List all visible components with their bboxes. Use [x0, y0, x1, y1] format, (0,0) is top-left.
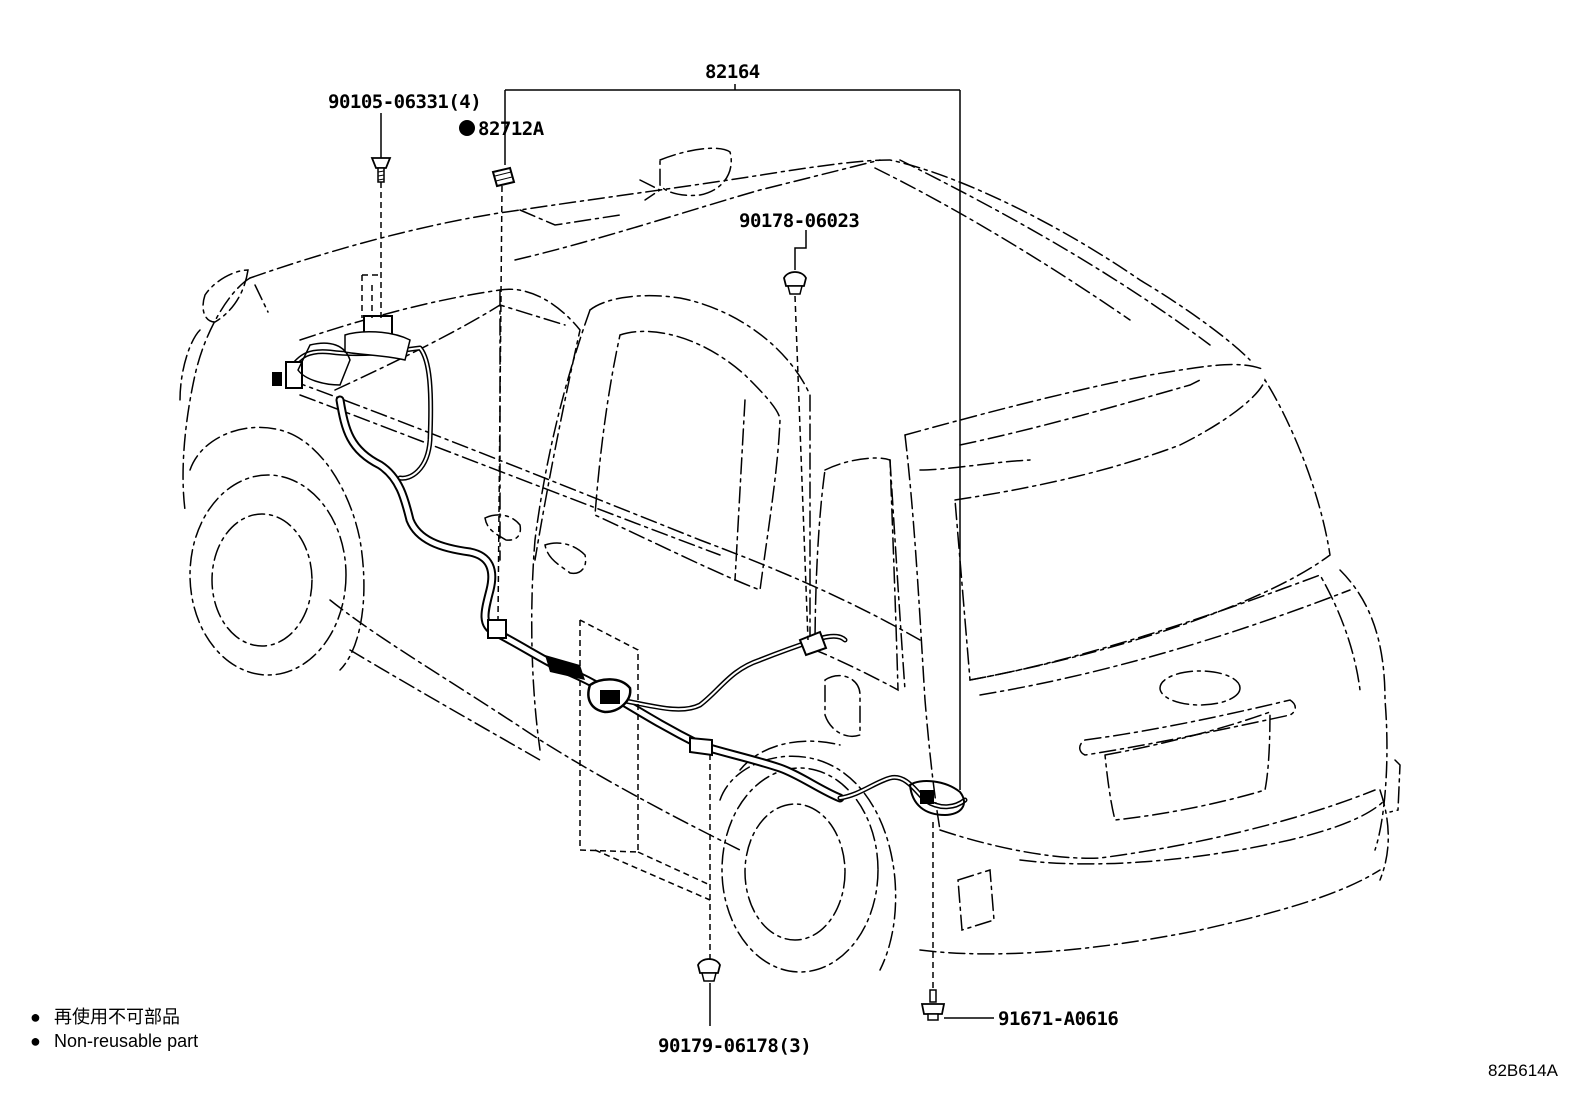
callout-82164: 82164	[705, 61, 760, 83]
diagram-code: 82B614A	[1488, 1061, 1559, 1080]
clip-icon-floor	[697, 958, 721, 982]
clamp-bolt-icon-front	[370, 157, 392, 183]
vehicle-body-outline	[179, 147, 1401, 973]
callout-82712A: 82712A	[478, 118, 545, 140]
non-reusable-marker-icon	[459, 120, 475, 136]
legend: ● 再使用不可部品 ● Non-reusable part	[30, 1007, 198, 1051]
part-callouts: 82164 90105-06331(4) 82712A 90178-06023 …	[328, 61, 1119, 1057]
wire-harness	[272, 166, 968, 817]
callout-90179-06178: 90179-06178(3)	[658, 1035, 811, 1057]
legend-english: Non-reusable part	[54, 1031, 198, 1051]
callout-90178-06023: 90178-06023	[739, 210, 859, 232]
legend-bullet-2: ●	[30, 1031, 41, 1051]
clip-icon-rear-pillar	[783, 271, 807, 295]
callout-90105-06331: 90105-06331(4)	[328, 91, 481, 113]
legend-bullet-1: ●	[30, 1007, 41, 1027]
bolt-icon-rear	[920, 989, 946, 1021]
leader-lines	[361, 84, 994, 1026]
legend-japanese: 再使用不可部品	[54, 1007, 180, 1027]
callout-91671-A0616: 91671-A0616	[998, 1008, 1118, 1030]
